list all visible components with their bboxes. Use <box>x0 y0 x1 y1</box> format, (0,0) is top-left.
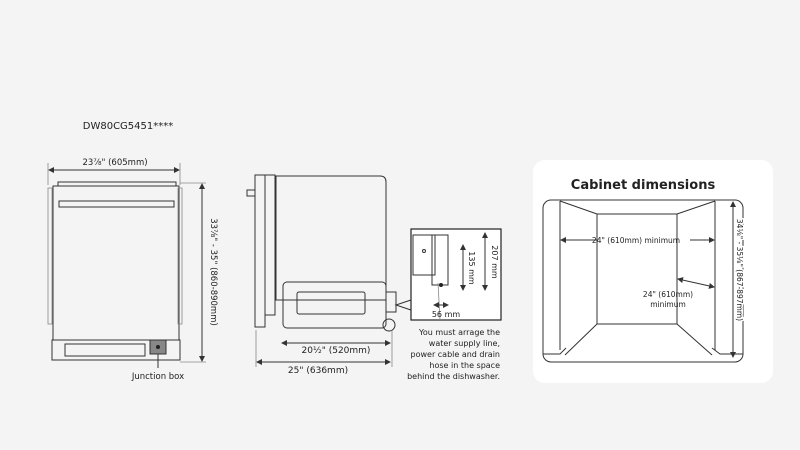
note-line: hose in the space <box>429 361 500 370</box>
side-view: 20½" (520mm) 25" (636mm) 207 mm 135 mm 5… <box>246 174 502 381</box>
junction-box-label: Junction box <box>131 372 184 382</box>
dim-56-label: 56 mm <box>432 310 461 319</box>
dim-135-label: 135 mm <box>467 251 476 285</box>
cabinet-title: Cabinet dimensions <box>571 178 716 193</box>
body-depth-label: 20½" (520mm) <box>302 346 371 356</box>
front-width-label: 23⅞" (605mm) <box>82 158 147 168</box>
cabinet-depth-minimum: minimum <box>650 300 686 309</box>
model-number: DW80CG5451**** <box>83 121 174 132</box>
front-view: 23⅞" (605mm) Junction box 33⅞" - 35" (86… <box>47 158 218 382</box>
front-height-label: 33⅞" - 35" (860-890mm) <box>208 218 218 326</box>
cabinet-width-label: 24" (610mm) minimum <box>592 236 680 245</box>
dim-207-label: 207 mm <box>490 245 499 279</box>
note-line: water supply line, <box>429 339 500 348</box>
installation-note: You must arrage the water supply line, p… <box>407 328 500 381</box>
cabinet-diagram: Cabinet dimensions 24" (610mm) minimum 2… <box>542 178 746 363</box>
cabinet-depth-label: 24" (610mm) <box>643 290 693 299</box>
note-line: power cable and drain <box>411 350 501 359</box>
cabinet-height-label: 34⅛" - 35⅛" (867-897mm) <box>735 219 744 321</box>
note-line: You must arrage the <box>418 328 500 337</box>
total-depth-label: 25" (636mm) <box>288 366 348 376</box>
note-line: behind the dishwasher. <box>407 372 500 381</box>
